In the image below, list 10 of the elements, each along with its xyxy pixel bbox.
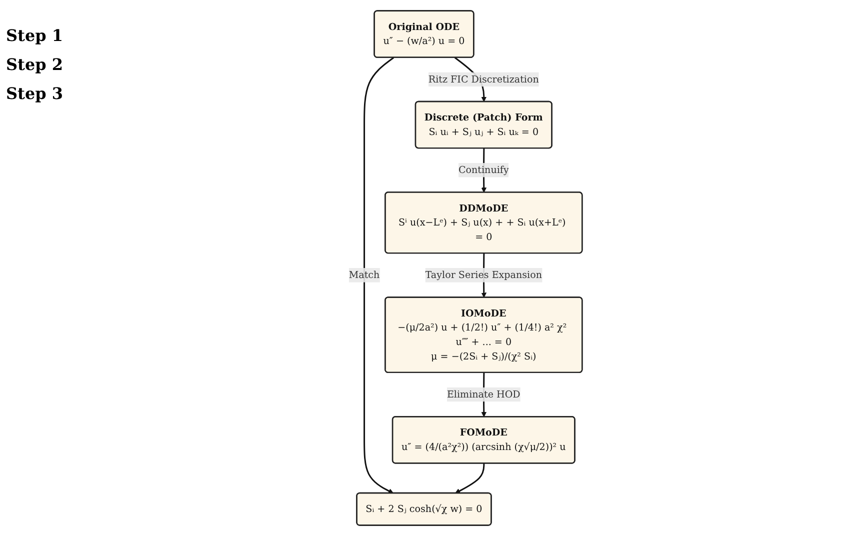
edge-label: Taylor Series Expansion xyxy=(425,269,542,281)
arrow xyxy=(364,57,394,494)
edge-label: Eliminate HOD xyxy=(446,388,520,400)
step-label: Step 2 xyxy=(6,55,64,74)
step-label: Step 1 xyxy=(6,26,64,45)
edge-label: Continuify xyxy=(458,164,509,176)
step-label: Step 3 xyxy=(6,84,64,103)
edge-label: Match xyxy=(348,269,380,281)
arrow xyxy=(455,463,485,494)
edge-label: Ritz FIC Discretization xyxy=(428,73,539,85)
